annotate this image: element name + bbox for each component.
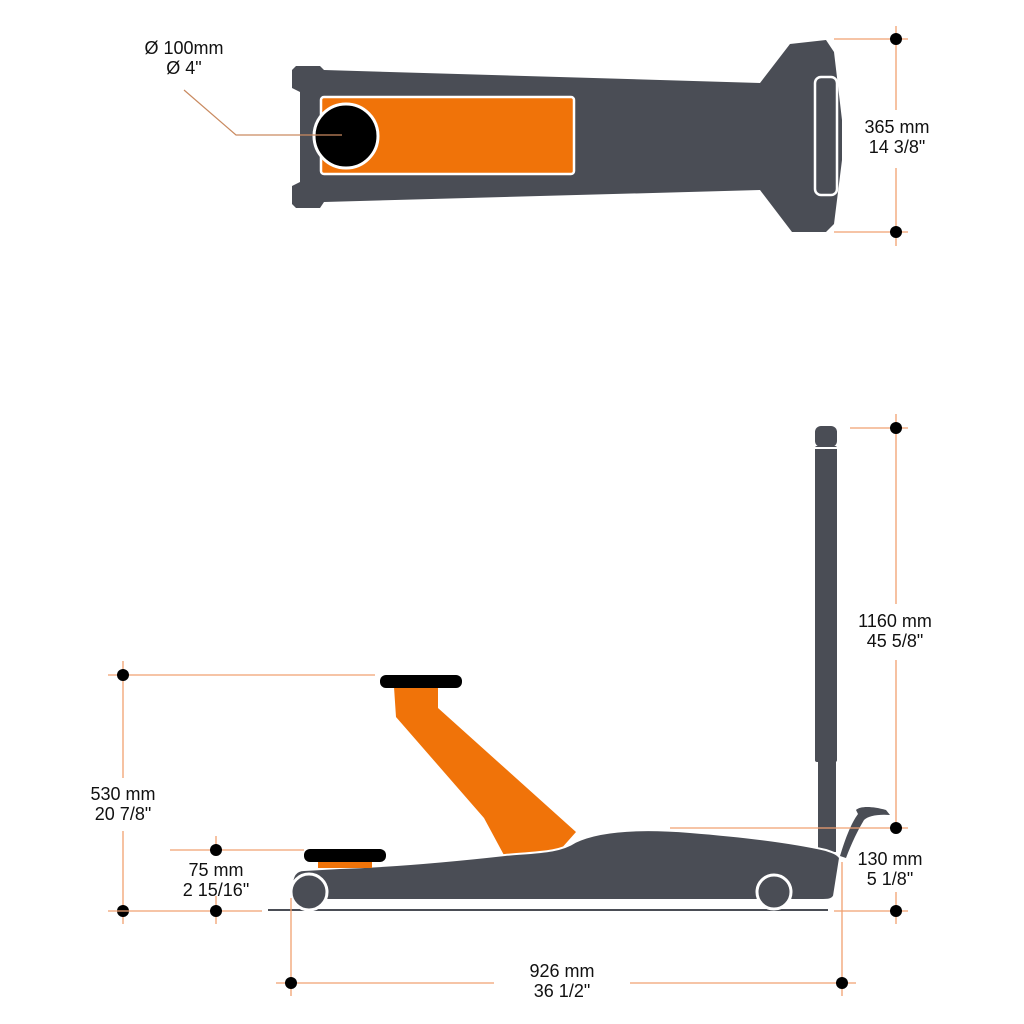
handle-height-imperial: 45 5/8" [866, 631, 924, 651]
handle-height-dot-top [890, 422, 902, 434]
lifting-arm [394, 687, 576, 857]
min-lift-dot-bottom [210, 905, 222, 917]
body-height-imperial: 5 1/8" [866, 869, 914, 889]
body-height-label: 130 mm 5 1/8" [840, 849, 940, 889]
width-label: 365 mm 14 3/8" [850, 117, 944, 157]
width-imperial: 14 3/8" [868, 137, 926, 157]
length-metric: 926 mm [529, 961, 595, 981]
saddle-base-lowered [318, 862, 372, 868]
min-lift-label: 75 mm 2 15/16" [166, 860, 266, 900]
handle-slot-top [813, 75, 839, 197]
max-lift-dot-top [117, 669, 129, 681]
min-lift-metric: 75 mm [188, 860, 244, 880]
width-dot-bottom [890, 226, 902, 238]
diameter-leader-line [183, 89, 342, 136]
saddle-disc-top [312, 102, 380, 170]
front-wheel [289, 872, 329, 912]
min-lift-imperial: 2 15/16" [182, 880, 250, 900]
width-metric: 365 mm [864, 117, 930, 137]
saddle-diameter-imperial: Ø 4" [166, 58, 202, 78]
saddle-pad-raised [380, 675, 462, 688]
min-lift-dot-top [210, 844, 222, 856]
length-dot-left [285, 977, 297, 989]
handle-height-dot-bottom [890, 822, 902, 834]
top-view [183, 26, 908, 246]
body-height-metric: 130 mm [857, 849, 923, 869]
rear-wheel [755, 873, 793, 911]
handle-height-metric: 1160 mm [858, 611, 932, 631]
width-dot-top [890, 33, 902, 45]
body-height-dot-bottom [890, 905, 902, 917]
side-view [108, 414, 908, 996]
length-dot-right [836, 977, 848, 989]
handle-grip [815, 426, 837, 447]
saddle-diameter-label: Ø 100mm Ø 4" [128, 38, 240, 78]
length-imperial: 36 1/2" [533, 981, 591, 1001]
handle-shaft [815, 446, 837, 762]
max-lift-imperial: 20 7/8" [94, 804, 152, 824]
release-pedal [840, 807, 890, 858]
handle-socket [818, 760, 836, 852]
length-label: 926 mm 36 1/2" [512, 961, 612, 1001]
handle-height-label: 1160 mm 45 5/8" [840, 611, 950, 651]
max-lift-label: 530 mm 20 7/8" [72, 784, 174, 824]
saddle-pad-lowered [304, 849, 386, 862]
max-lift-metric: 530 mm [90, 784, 156, 804]
saddle-diameter-metric: Ø 100mm [144, 38, 224, 58]
